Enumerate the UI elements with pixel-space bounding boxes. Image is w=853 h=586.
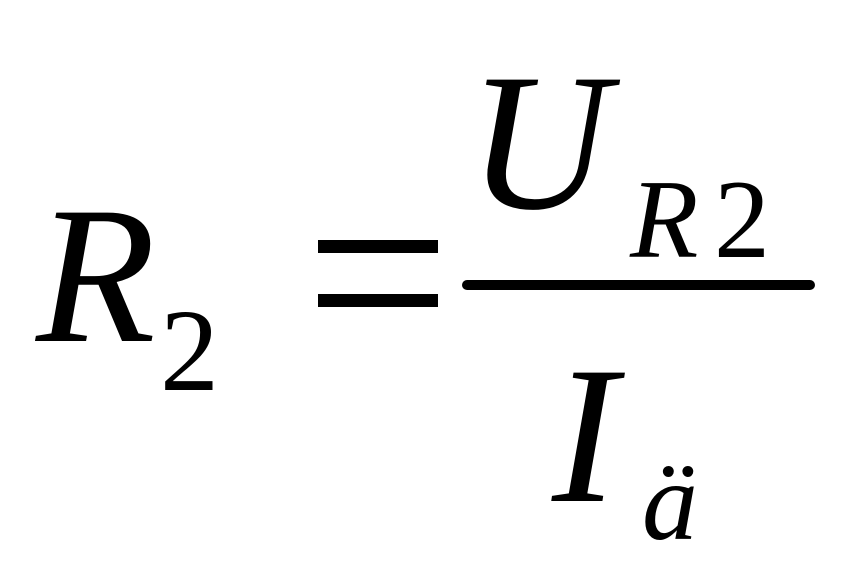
lhs-subscript: 2: [160, 285, 219, 416]
numerator-subscript-letter: R: [630, 158, 699, 282]
denominator-subscript: ä: [642, 440, 698, 564]
denominator-symbol: I: [552, 327, 618, 544]
equals-sign-bottom-bar: [318, 294, 438, 307]
fraction-bar: [462, 280, 815, 290]
numerator-symbol: U: [468, 34, 610, 251]
equals-sign-top-bar: [318, 240, 438, 253]
lhs-symbol: R: [36, 167, 156, 384]
numerator-subscript-digit: 2: [714, 158, 770, 282]
